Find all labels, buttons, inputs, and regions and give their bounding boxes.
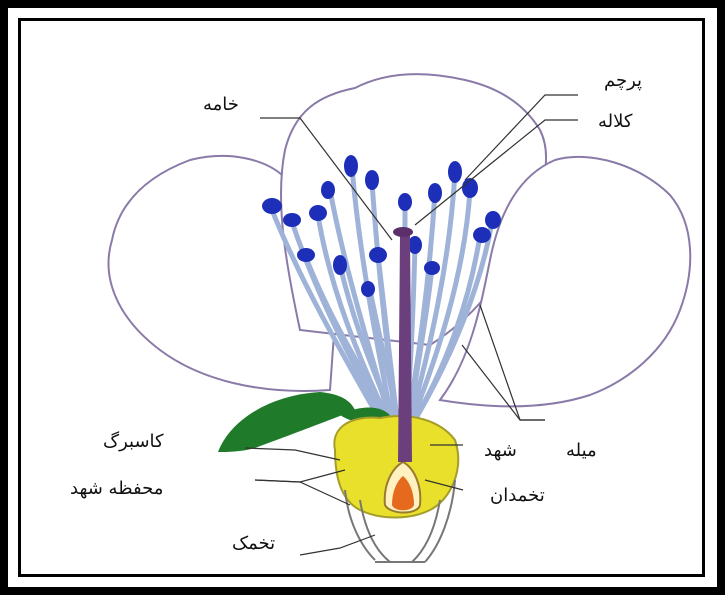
label-nectary-ring: محفظه شهد — [70, 480, 163, 498]
label-stamen: پرچم — [604, 72, 642, 90]
style — [398, 235, 412, 462]
label-filament: میله — [566, 442, 597, 460]
stigma — [393, 227, 413, 237]
label-sepal: کاسبرگ — [103, 433, 164, 451]
label-stigma: کلاله — [598, 113, 632, 131]
label-style: خامه — [203, 96, 239, 114]
label-ovary: تخمدان — [490, 487, 545, 505]
label-ovule: تخمک — [232, 535, 275, 553]
label-nectar: شهد — [484, 442, 517, 460]
